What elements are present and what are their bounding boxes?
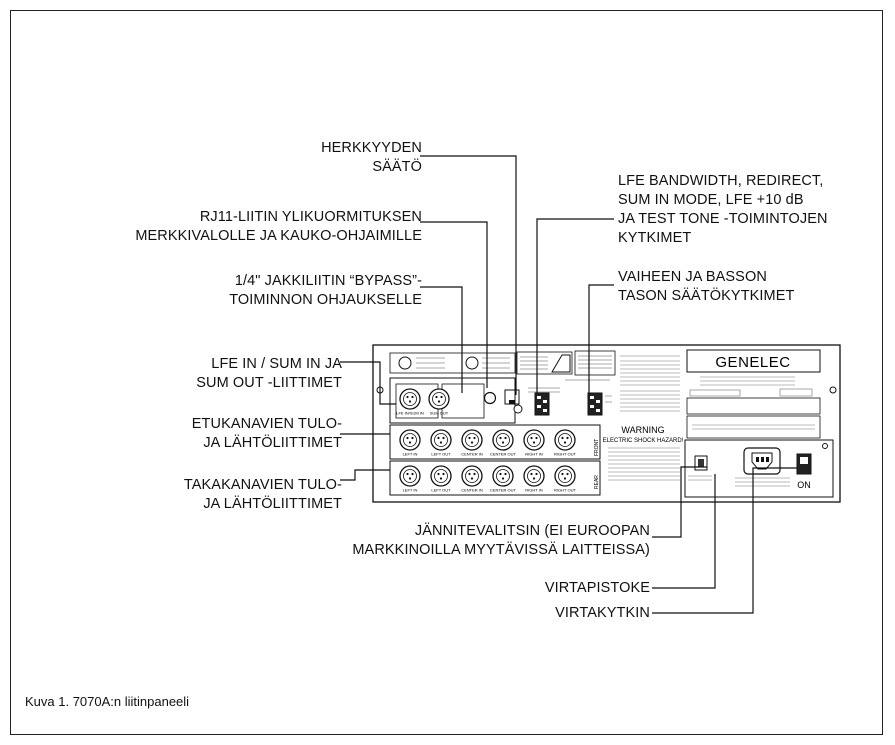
- rear-xlr-connector: LEFT IN: [399, 465, 421, 493]
- leader-jannite: [652, 466, 707, 538]
- leader-jakki: [420, 286, 463, 393]
- sensitivity-knob: [513, 404, 523, 414]
- label-takakanavat: TAKAKANAVIEN TULO-JA LÄHTÖLIITTIMET: [183, 477, 342, 512]
- rear-connectors: LEFT IN LEFT OUT CENTER IN CENTER OUT RIGHT …: [399, 465, 577, 493]
- leader-virtakytkin: [652, 467, 797, 614]
- front-xlr-connector-label: RIGHT OUT: [554, 452, 576, 457]
- rear-xlr-connector-label: LEFT IN: [403, 488, 418, 493]
- label-virtapistoke: VIRTAPISTOKE: [544, 580, 650, 596]
- rear-xlr-connector-label: CENTER IN: [461, 488, 483, 493]
- warning-subtitle: ELECTRIC SHOCK HAZARD!: [603, 438, 684, 444]
- front-xlr-connector-label: LEFT IN: [403, 452, 418, 457]
- leader-virtapistoke: [652, 474, 716, 589]
- leader-rj11: [420, 221, 488, 388]
- front-xlr-connector: LEFT IN: [399, 429, 421, 457]
- front-xlr-connector: LEFT OUT: [430, 429, 452, 457]
- front-xlr-connector-label: LEFT OUT: [431, 452, 451, 457]
- bypass-jack: [483, 391, 497, 405]
- front-xlr-connector-label: RIGHT IN: [525, 452, 543, 457]
- rear-xlr-connector-label: RIGHT OUT: [554, 488, 576, 493]
- front-xlr-connector: RIGHT IN: [523, 429, 545, 457]
- lfe-xlr-connector: LFE IN/SUM IN: [396, 388, 424, 416]
- lfe-connectors: LFE IN/SUM IN SUM OUT: [396, 388, 450, 416]
- rear-xlr-connector: CENTER IN: [461, 465, 483, 493]
- rear-tag: REAR: [594, 475, 600, 489]
- label-lfe-bandwidth: LFE BANDWIDTH, REDIRECT,SUM IN MODE, LFE…: [618, 173, 828, 246]
- lfe-xlr-connector: SUM OUT: [428, 388, 450, 416]
- rear-xlr-connector-label: CENTER OUT: [490, 488, 517, 493]
- brand-logo: GENELEC: [715, 354, 790, 371]
- front-xlr-connector: CENTER IN: [461, 429, 483, 457]
- front-xlr-connector-label: CENTER IN: [461, 452, 483, 457]
- mount-hole-right: [829, 386, 837, 394]
- power-switch-label: ON: [797, 480, 811, 490]
- lfe-xlr-connector-label: SUM OUT: [430, 411, 449, 416]
- leader-vaihe: [588, 284, 614, 393]
- rear-xlr-connector-label: RIGHT IN: [525, 488, 543, 493]
- lfe-xlr-connector-label: LFE IN/SUM IN: [396, 411, 424, 416]
- rear-xlr-connector-label: LEFT OUT: [431, 488, 451, 493]
- front-xlr-connector: CENTER OUT: [490, 429, 517, 457]
- front-tag: FRONT: [594, 439, 600, 456]
- figure-caption: Kuva 1. 7070A:n liitinpaneeli: [25, 694, 190, 709]
- label-etukanavat: ETUKANAVIEN TULO-JA LÄHTÖLIITTIMET: [191, 416, 342, 451]
- leader-lfe-in: [340, 361, 396, 405]
- leader-herkkyys: [420, 155, 517, 395]
- label-jakki: 1/4" JAKKILIITIN “BYPASS”-TOIMINNON OHJA…: [229, 273, 422, 308]
- front-xlr-connector: RIGHT OUT: [554, 429, 577, 457]
- rear-xlr-connector: CENTER OUT: [490, 465, 517, 493]
- leader-takakanavat: [340, 469, 390, 481]
- front-xlr-connector-label: CENTER OUT: [490, 452, 517, 457]
- rear-xlr-connector: RIGHT OUT: [554, 465, 577, 493]
- figure-frame: [10, 10, 883, 735]
- leader-lfe-bw: [536, 218, 614, 393]
- rear-xlr-connector: RIGHT IN: [523, 465, 545, 493]
- front-connectors: LEFT IN LEFT OUT CENTER IN CENTER OUT RIGHT …: [399, 429, 577, 457]
- rear-xlr-connector: LEFT OUT: [430, 465, 452, 493]
- label-virtakytkin: VIRTAKYTKIN: [555, 605, 650, 621]
- warning-title: WARNING: [621, 425, 664, 435]
